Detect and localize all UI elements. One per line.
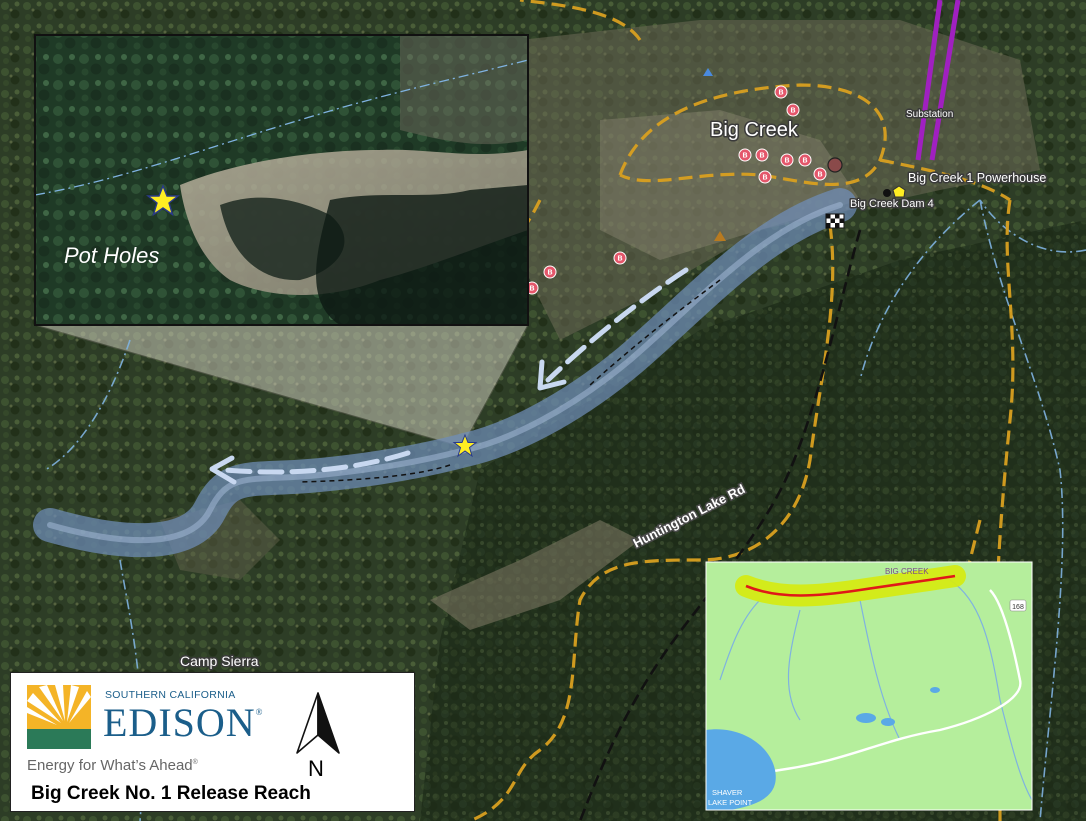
dam-icon bbox=[825, 213, 845, 229]
svg-text:B: B bbox=[778, 90, 783, 97]
north-arrow-icon bbox=[296, 692, 340, 754]
campground-icon bbox=[703, 68, 713, 76]
label-powerhouse: Big Creek 1 Powerhouse bbox=[908, 171, 1046, 185]
company-name: EDISON® bbox=[103, 699, 264, 746]
company-subtitle: SOUTHERN CALIFORNIA bbox=[105, 689, 236, 701]
label-camp-sierra: Camp Sierra bbox=[180, 653, 259, 669]
powerhouse-icon bbox=[892, 185, 906, 198]
locator-lake-label: SHAVER bbox=[712, 788, 743, 797]
transmission-lines bbox=[915, 0, 961, 161]
roads-black bbox=[578, 229, 862, 821]
arrow-heads bbox=[209, 359, 567, 485]
svg-text:B: B bbox=[802, 158, 807, 165]
highway-shield-label: 168 bbox=[1012, 604, 1024, 611]
svg-text:B: B bbox=[759, 153, 764, 160]
inset-detail: Pot Holes bbox=[34, 34, 529, 326]
tagline-registered-mark: ® bbox=[192, 759, 198, 766]
svg-text:B: B bbox=[742, 153, 747, 160]
powerhouse-dot bbox=[883, 189, 891, 197]
label-big-creek: Big Creek bbox=[710, 119, 799, 141]
legend-box: SOUTHERN CALIFORNIA EDISON® Energy for W… bbox=[10, 672, 415, 812]
streams bbox=[44, 199, 1086, 821]
poi-marker-icon bbox=[827, 157, 843, 173]
label-dam: Big Creek Dam 4 bbox=[850, 198, 934, 210]
pot-holes-label: Pot Holes bbox=[64, 243, 159, 268]
svg-text:B: B bbox=[790, 108, 795, 115]
company-tagline: Energy for What’s Ahead® bbox=[27, 757, 198, 774]
flow-arrows bbox=[222, 267, 689, 475]
locator-lake-label-1: SHAVER bbox=[712, 788, 743, 797]
svg-text:B: B bbox=[617, 256, 622, 263]
svg-text:B: B bbox=[529, 286, 534, 293]
flow-line bbox=[299, 279, 721, 483]
company-name-text: EDISON bbox=[103, 700, 256, 745]
peak-icon bbox=[714, 231, 726, 241]
poi-markers: B B B B B B B B B B B bbox=[525, 85, 827, 295]
locator-map: BIG CREEK 168 SHAVER LAKE POINT bbox=[705, 561, 1033, 811]
registered-mark: ® bbox=[255, 707, 264, 717]
label-substation: Substation bbox=[906, 109, 953, 120]
company-tagline-text: Energy for What’s Ahead bbox=[27, 757, 193, 774]
locator-town-label: BIG CREEK bbox=[885, 567, 929, 576]
edison-sun-icon bbox=[27, 685, 91, 749]
map-title: Big Creek No. 1 Release Reach bbox=[31, 783, 311, 804]
locator-lake-label-2: LAKE POINT bbox=[708, 798, 753, 807]
north-label: N bbox=[308, 756, 324, 781]
svg-text:B: B bbox=[817, 172, 822, 179]
svg-text:B: B bbox=[547, 270, 552, 277]
pot-holes-star-icon bbox=[145, 184, 181, 217]
svg-text:B: B bbox=[784, 158, 789, 165]
star-icon bbox=[452, 433, 478, 458]
svg-text:B: B bbox=[762, 175, 767, 182]
locator-lake bbox=[706, 729, 776, 810]
